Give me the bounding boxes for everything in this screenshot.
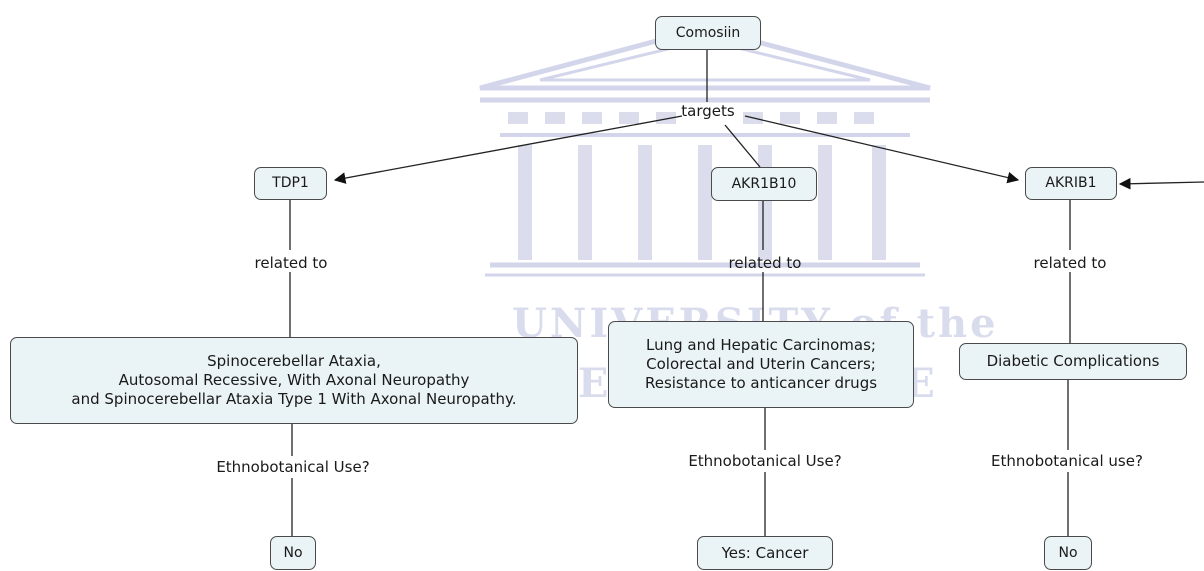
node-spinocerebellar-ataxia[interactable]: Spinocerebellar Ataxia, Autosomal Recess…: [10, 337, 578, 424]
node-comosiin[interactable]: Comosiin: [655, 16, 761, 50]
arrow-to-tdp1: [333, 115, 683, 184]
node-no-left[interactable]: No: [270, 536, 316, 570]
link-label-ethno-left: Ethnobotanical Use?: [216, 458, 370, 476]
node-cancers[interactable]: Lung and Hepatic Carcinomas; Colorectal …: [608, 321, 914, 408]
arrow-to-akrib1: [744, 115, 1020, 184]
node-yes-cancer[interactable]: Yes: Cancer: [697, 536, 833, 570]
node-diabetic-complications[interactable]: Diabetic Complications: [959, 343, 1187, 380]
link-label-related-left: related to: [254, 254, 328, 272]
node-tdp1[interactable]: TDP1: [254, 167, 327, 200]
node-akrib1[interactable]: AKRIB1: [1025, 167, 1117, 200]
node-no-right[interactable]: No: [1044, 536, 1092, 570]
link-label-related-mid: related to: [728, 254, 802, 272]
link-label-targets: targets: [681, 102, 735, 120]
link-label-related-right: related to: [1033, 254, 1107, 272]
link-label-ethno-mid: Ethnobotanical Use?: [688, 452, 842, 470]
arrow-offscreen-to-akrib1: [1118, 177, 1204, 190]
node-akr1b10[interactable]: AKR1B10: [711, 167, 817, 201]
link-label-ethno-right: Ethnobotanical use?: [991, 452, 1143, 470]
link-targets-akr1b10: [724, 124, 761, 168]
